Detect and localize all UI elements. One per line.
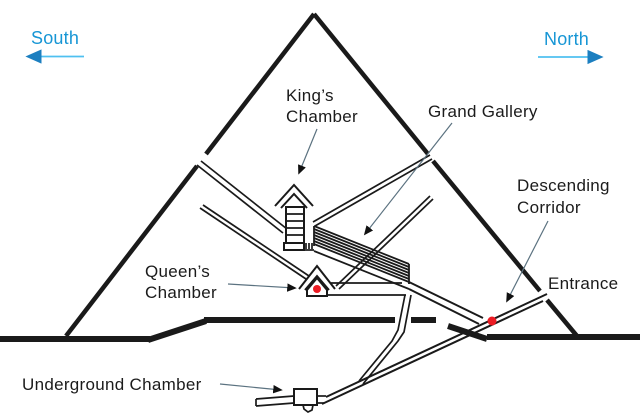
grand-gallery-structure [313,225,410,290]
descending-corridor-line [321,293,548,405]
pyramid-outline [64,12,579,338]
kings-roof-outer [274,183,314,207]
queens-chamber-leader-arrow [227,283,297,292]
underground-pit [301,404,315,413]
dead-end-passage-top [255,395,295,400]
ground-step-up [147,318,207,343]
kings-south-shaft [196,160,288,234]
svg-text:King’s: King’s [286,86,334,105]
air-shafts [196,154,434,290]
south-label: South [31,28,79,48]
queens-chamber-structure [298,264,406,297]
queens-roof-outer [298,264,336,290]
svg-text:Chamber: Chamber [145,283,217,302]
relieving-chamber-slabs [286,213,304,236]
queens-chamber-red-dot [313,285,321,293]
svg-text:Entrance: Entrance [548,274,618,293]
queens-chamber-label: Queen’s Chamber [145,262,297,302]
descending-corridor-label: Descending Corridor [506,176,610,303]
entrance-label: Entrance [548,274,618,293]
queens-roof-inner [304,274,330,291]
north-label: North [544,29,589,49]
south-direction: South [25,28,84,64]
underground-chamber-box [293,388,318,406]
kings-chamber-box [283,242,305,251]
kings-north-shaft [312,154,433,227]
queens-north-shaft [335,195,434,290]
ground-line [0,317,640,343]
svg-text:Grand Gallery: Grand Gallery [428,102,538,121]
south-face-lower [64,164,199,338]
underground-chamber-label: Underground Chamber [22,375,283,394]
north-direction: North [538,29,604,65]
north-face-upper [312,12,430,156]
kings-roof-inner [280,192,308,209]
svg-text:Descending: Descending [517,176,610,195]
antechamber-portcullis [304,243,314,251]
ground-step-down [447,323,488,342]
ascending-corridor [408,281,484,325]
descending-corridor-leader-arrow [506,220,549,303]
gallery-corbel-lines [313,225,410,283]
descending-corridor-red-dot [487,316,497,326]
north-face-lower [545,298,579,338]
kings-chamber-structure [274,183,314,251]
relieving-chambers [285,206,305,244]
dead-end-passage-bottom [255,402,295,407]
svg-text:Chamber: Chamber [286,107,358,126]
south-face-upper [204,12,316,156]
svg-text:Corridor: Corridor [517,198,581,217]
kings-chamber-leader-arrow [298,128,318,175]
svg-text:Underground Chamber: Underground Chamber [22,375,202,394]
kings-chamber-label: King’s Chamber [286,86,358,175]
grand-gallery-label: Grand Gallery [363,102,538,236]
north-face-middle [431,159,542,293]
queens-south-shaft [199,204,310,280]
grand-gallery-leader-arrow [363,122,453,236]
underground-chamber-leader-arrow [219,383,283,394]
svg-text:Queen’s: Queen’s [145,262,210,281]
underground-chamber-structure [255,388,326,413]
well-shaft [358,294,412,385]
